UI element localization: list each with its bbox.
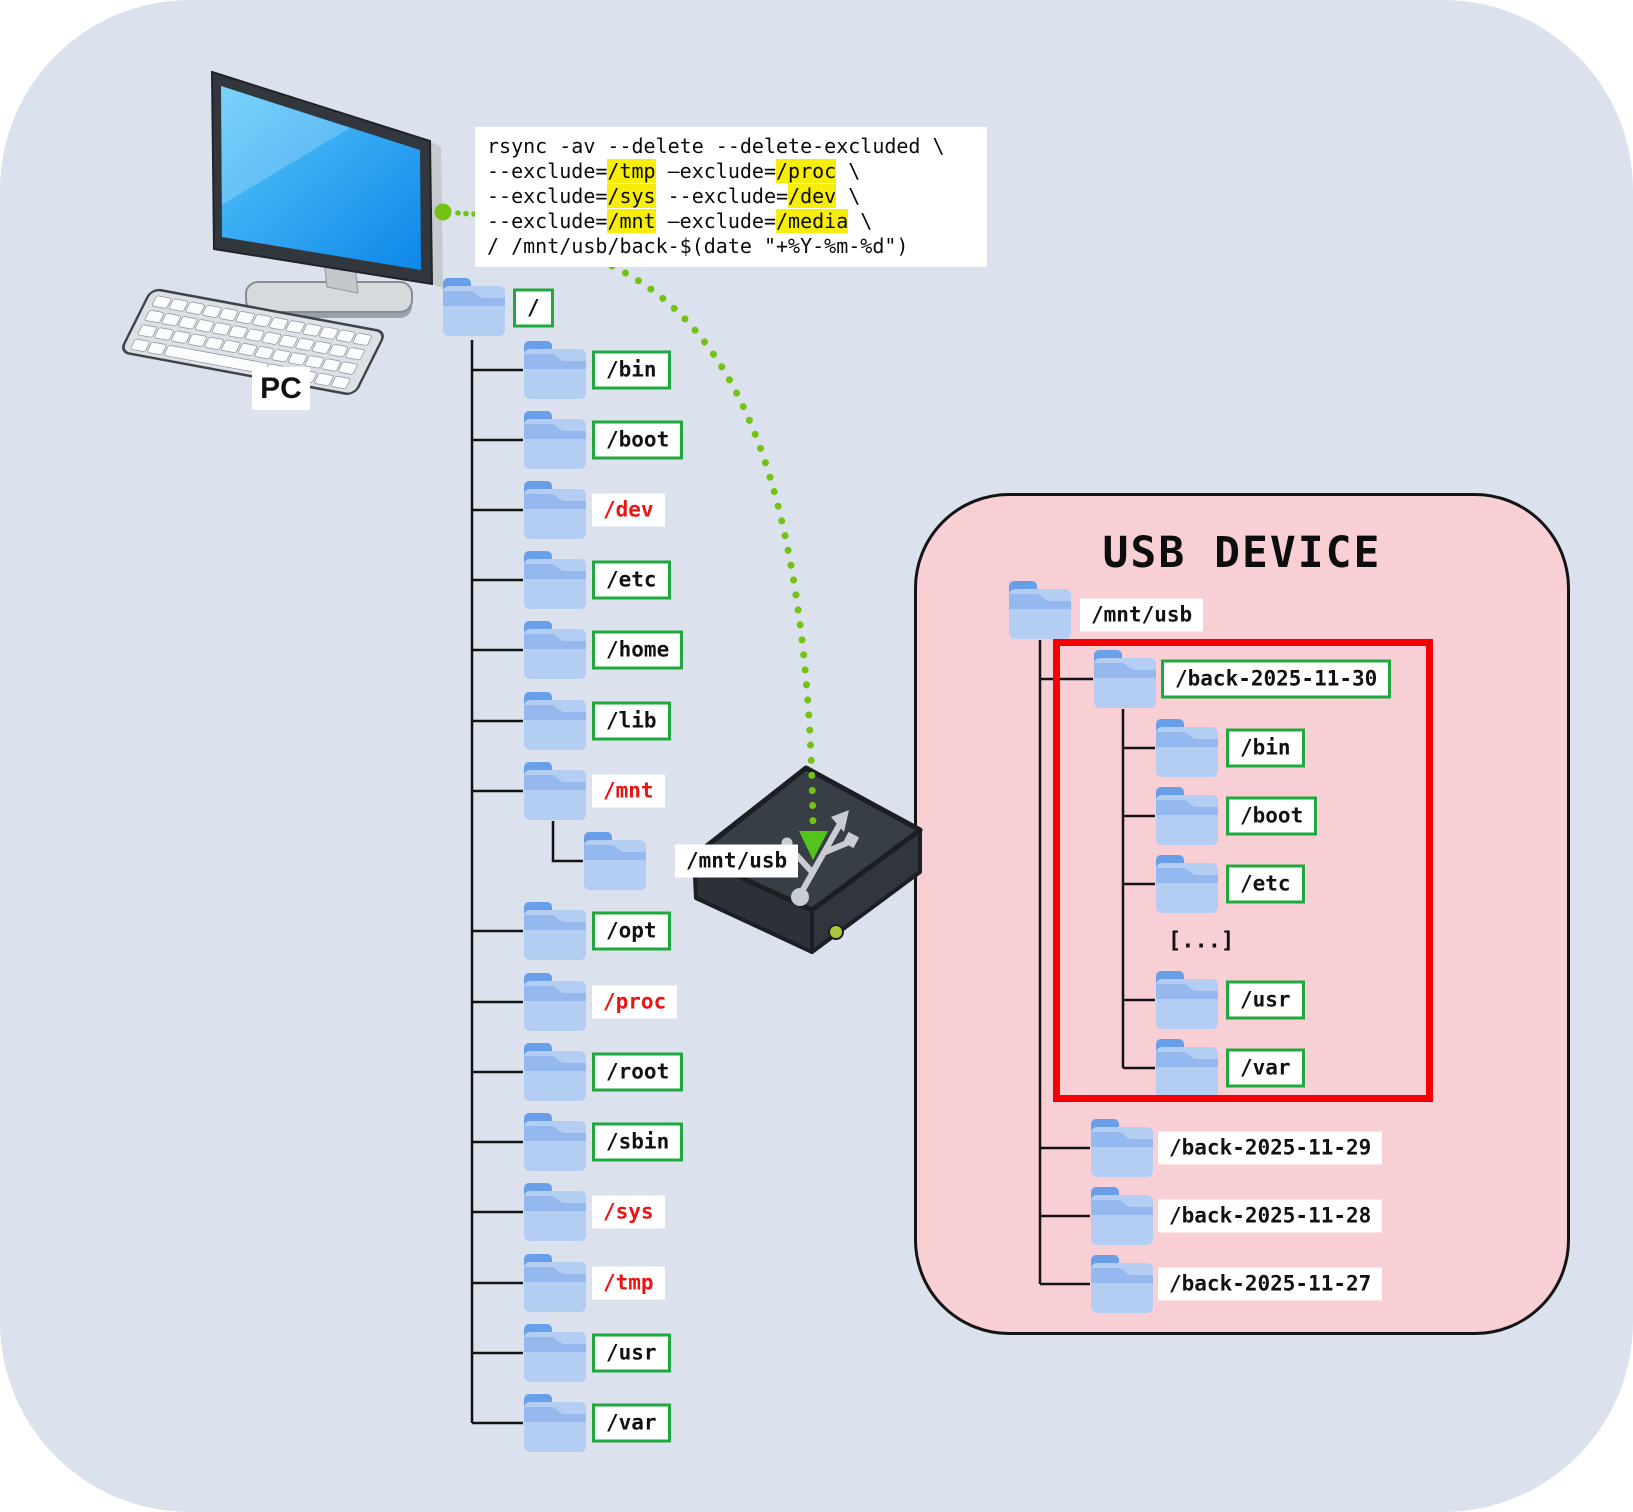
source-dir-label: /home	[592, 630, 684, 670]
folder-icon-sys	[523, 1182, 587, 1242]
excluded-path-highlight: /proc	[776, 159, 837, 183]
backup-subdir-label: /boot	[1226, 796, 1318, 836]
source-dir-label-excluded: /tmp	[592, 1266, 665, 1300]
folder-icon-tmp	[523, 1253, 587, 1313]
command-text: --exclude=	[655, 184, 789, 208]
folder-icon-dev	[523, 480, 587, 540]
source-dir-label: /bin	[592, 350, 671, 390]
source-dir-label: /usr	[592, 1333, 671, 1373]
folder-icon-sbin	[523, 1112, 587, 1172]
source-dir-label: /sbin	[592, 1122, 684, 1162]
usb-mount-label: /mnt/usb	[1080, 598, 1204, 632]
backup-subfolder-icon	[1155, 786, 1219, 846]
source-dir-label: /var	[592, 1403, 671, 1443]
command-text: \	[836, 184, 861, 208]
source-dir-label: /boot	[592, 420, 684, 460]
source-dir-label-excluded: /mnt	[592, 774, 665, 808]
folder-icon-home	[523, 620, 587, 680]
older-backup-label: /back-2025-11-27	[1158, 1267, 1383, 1301]
source-dir-label-excluded: /sys	[592, 1195, 665, 1229]
backup-subfolder-icon	[1155, 970, 1219, 1030]
excluded-path-highlight: /media	[776, 209, 849, 233]
usb-mount-folder-icon	[1008, 580, 1072, 640]
command-text: \	[836, 159, 861, 183]
older-backup-label: /back-2025-11-29	[1158, 1131, 1383, 1165]
folder-icon-root	[523, 1042, 587, 1102]
latest-backup-label: /back-2025-11-30	[1161, 659, 1392, 699]
folder-icon-bin	[523, 340, 587, 400]
pc-monitor-icon	[210, 70, 443, 318]
source-dir-label-excluded: /dev	[592, 493, 665, 527]
usb-tree-lines	[1038, 640, 1155, 1286]
command-text: --exclude=	[487, 209, 608, 233]
folder-icon-lib	[523, 691, 587, 751]
usb-panel-title: USB DEVICE	[1102, 528, 1382, 578]
source-dir-label: /lib	[592, 701, 671, 741]
backup-ellipsis-label: [...]	[1168, 928, 1235, 954]
rsync-command: rsync -av --delete --delete-excluded \--…	[475, 127, 987, 267]
source-dir-label-excluded: /proc	[592, 985, 678, 1019]
usb-led-icon	[828, 924, 844, 940]
root-folder-icon	[442, 277, 506, 337]
backup-subdir-label: /bin	[1226, 728, 1305, 768]
latest-backup-highlight-box	[1053, 639, 1433, 1102]
backup-subdir-label: /etc	[1226, 864, 1305, 904]
arrow-down-icon	[799, 831, 828, 860]
folder-icon-mntusb	[583, 831, 647, 891]
older-backup-label: /back-2025-11-28	[1158, 1199, 1383, 1233]
source-dir-label: /root	[592, 1052, 684, 1092]
command-text: / /mnt/usb/back-$(date "+%Y-%m-%d")	[487, 234, 909, 258]
command-text: –exclude=	[655, 209, 777, 233]
command-text: –exclude=	[655, 159, 777, 183]
command-text: --exclude=	[487, 184, 608, 208]
backup-subfolder-icon	[1155, 718, 1219, 778]
older-backup-folder-icon	[1090, 1118, 1154, 1178]
folder-icon-var	[523, 1393, 587, 1453]
root-label: /	[513, 288, 554, 328]
command-to-usb-connector	[608, 262, 828, 860]
backup-subfolder-icon	[1155, 854, 1219, 914]
folder-icon-usr	[523, 1323, 587, 1383]
source-dir-label: /opt	[592, 911, 671, 951]
older-backup-folder-icon	[1090, 1186, 1154, 1246]
backup-subfolder-icon	[1155, 1038, 1219, 1098]
folder-icon-mnt	[523, 761, 587, 821]
rsync-command-line: --exclude=/mnt –exclude=/media \	[487, 209, 975, 234]
latest-backup-folder-icon	[1093, 649, 1157, 709]
command-text: \	[848, 209, 873, 233]
older-backup-folder-icon	[1090, 1254, 1154, 1314]
excluded-path-highlight: /mnt	[607, 209, 656, 233]
folder-icon-etc	[523, 550, 587, 610]
folder-icon-opt	[523, 901, 587, 961]
rsync-command-line: rsync -av --delete --delete-excluded \	[487, 134, 975, 159]
excluded-path-highlight: /dev	[788, 184, 837, 208]
rsync-command-line: --exclude=/tmp –exclude=/proc \	[487, 159, 975, 184]
folder-icon-boot	[523, 410, 587, 470]
backup-subdir-label: /var	[1226, 1048, 1305, 1088]
folder-icon-proc	[523, 972, 587, 1032]
excluded-path-highlight: /tmp	[607, 159, 656, 183]
pc-label: PC	[252, 367, 310, 410]
command-text: rsync -av --delete --delete-excluded \	[487, 134, 945, 158]
source-tree-lines	[470, 340, 583, 1425]
source-dir-label: /etc	[592, 560, 671, 600]
excluded-path-highlight: /sys	[607, 184, 656, 208]
pc-keyboard-icon	[122, 288, 384, 395]
rsync-command-line: / /mnt/usb/back-$(date "+%Y-%m-%d")	[487, 234, 975, 259]
backup-subdir-label: /usr	[1226, 980, 1305, 1020]
command-text: --exclude=	[487, 159, 608, 183]
rsync-command-line: --exclude=/sys --exclude=/dev \	[487, 184, 975, 209]
source-dir-label: /mnt/usb	[675, 844, 799, 878]
